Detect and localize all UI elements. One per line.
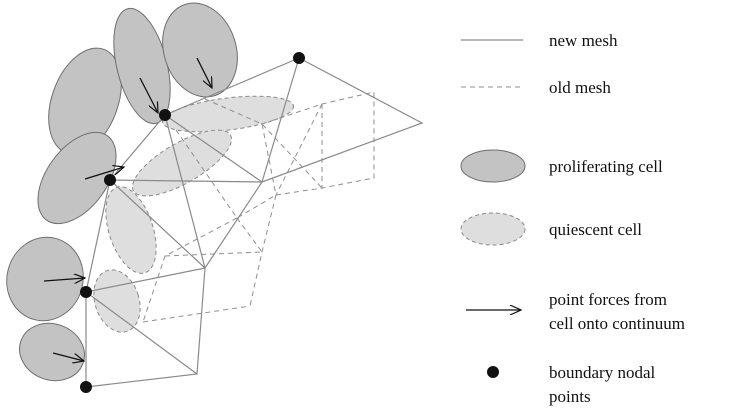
- force-arrow: [196, 57, 212, 88]
- quiescent-cell: [131, 129, 233, 197]
- legend-node-swatch: [487, 366, 499, 378]
- legend-proliferating-swatch: [460, 149, 526, 183]
- proliferating-cell: [37, 131, 117, 225]
- legend-node-label-line1: boundary nodal: [549, 363, 656, 382]
- quiescent-cell: [93, 269, 141, 333]
- force-arrow: [84, 167, 124, 180]
- force-arrows: [43, 57, 212, 361]
- legend-quiescent-label: quiescent cell: [549, 220, 642, 239]
- legend-new-mesh-label: new mesh: [549, 31, 618, 50]
- legend-force-label-line2: cell onto continuum: [549, 314, 685, 333]
- legend: new mesh old mesh proliferating cell qui…: [460, 31, 685, 406]
- force-arrow: [139, 77, 158, 113]
- legend-quiescent-swatch: [460, 212, 526, 246]
- legend-old-mesh-label: old mesh: [549, 78, 611, 97]
- proliferating-cell: [162, 2, 238, 98]
- proliferating-cell: [19, 322, 85, 382]
- boundary-node: [293, 52, 305, 64]
- boundary-node: [80, 286, 92, 298]
- boundary-nodes: [80, 52, 305, 393]
- quiescent-cells: [93, 95, 295, 333]
- legend-force-label-line1: point forces from: [549, 290, 667, 309]
- legend-proliferating-label: proliferating cell: [549, 157, 663, 176]
- boundary-node: [159, 109, 171, 121]
- force-arrow: [43, 278, 85, 281]
- legend-node-label-line2: points: [549, 387, 591, 406]
- boundary-node: [104, 174, 116, 186]
- force-arrow: [52, 352, 84, 361]
- boundary-node: [80, 381, 92, 393]
- proliferating-cells: [6, 2, 238, 382]
- quiescent-cell: [161, 95, 295, 133]
